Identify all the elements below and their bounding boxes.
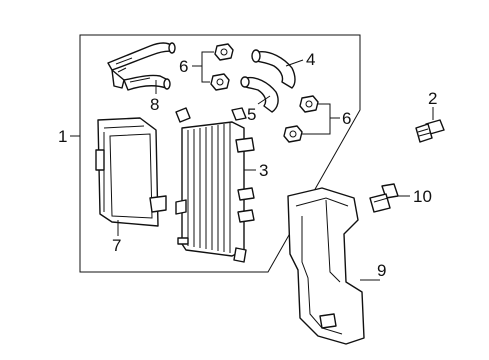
lower-shroud-part-9 [287, 187, 365, 345]
clamp-part-6-lower-a [299, 95, 319, 113]
hose-part-5 [240, 76, 279, 113]
callout-10: 10 [413, 187, 432, 206]
hose-pipe-part-8 [107, 42, 176, 91]
callout-6a: 6 [179, 57, 188, 76]
callout-2: 2 [428, 89, 437, 108]
callout-8: 8 [150, 95, 159, 114]
leader-line-5 [257, 95, 271, 105]
leader-line-4 [285, 59, 304, 67]
callout-4: 4 [306, 50, 315, 69]
callout-3: 3 [259, 161, 268, 180]
leader-line-6a [192, 51, 214, 83]
callout-5: 5 [247, 105, 256, 124]
callout-9: 9 [377, 261, 386, 280]
clamp-part-6-upper-a [214, 43, 234, 61]
clamp-part-6-upper-b [210, 73, 230, 91]
callout-7: 7 [112, 236, 121, 255]
clamp-part-6-lower-b [283, 125, 303, 143]
callout-6b: 6 [342, 109, 351, 128]
callout-1: 1 [58, 127, 67, 146]
oil-cooler-part-3 [175, 107, 255, 263]
bolt-part-2 [415, 119, 445, 143]
air-duct-part-7 [95, 117, 167, 227]
hose-part-4 [251, 49, 296, 89]
fitting-part-10 [369, 183, 399, 213]
leader-line-6b [302, 103, 340, 135]
